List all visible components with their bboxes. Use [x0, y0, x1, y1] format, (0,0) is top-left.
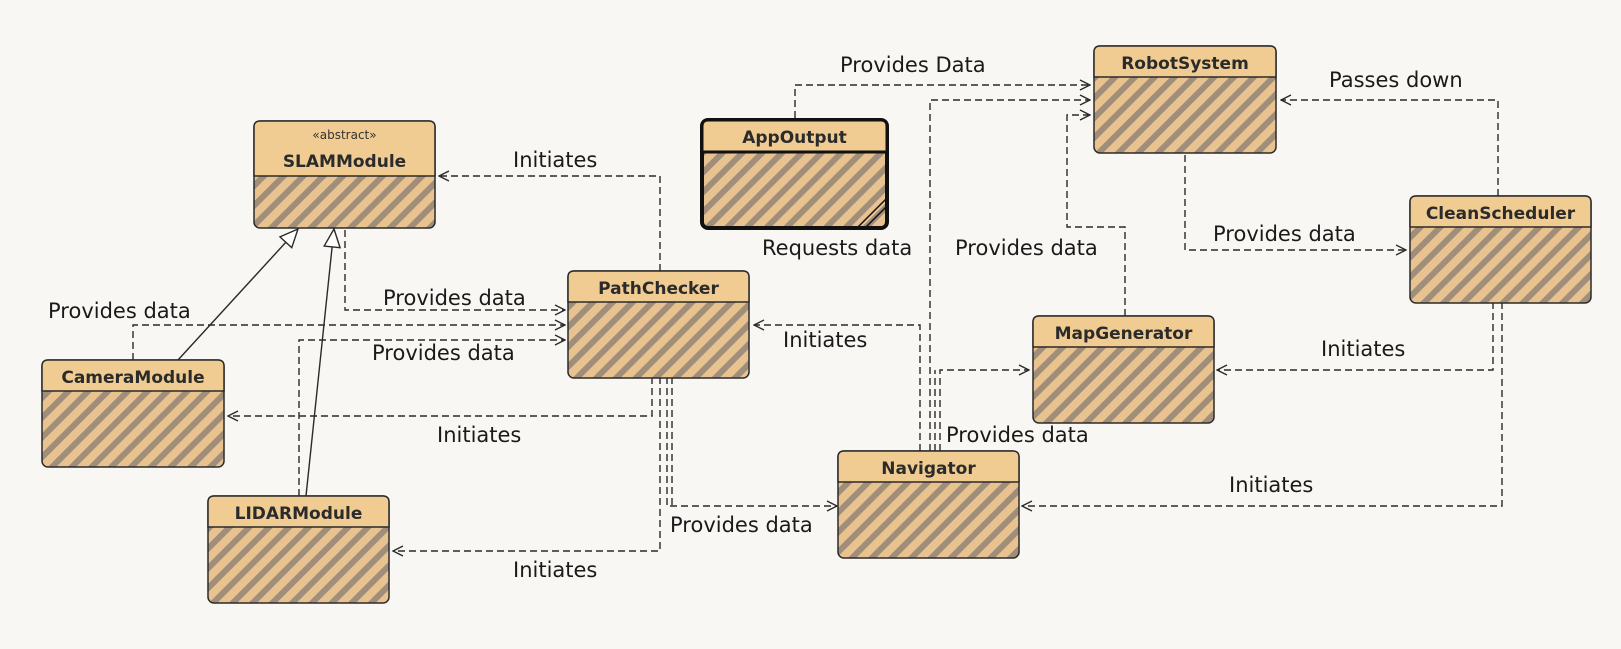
edge-label-slam-provides-data: Provides data	[383, 286, 526, 310]
class-name: RobotSystem	[1121, 54, 1249, 74]
edge-navigator-mapgenerator	[939, 370, 1029, 451]
edge-label-cleanscheduler-initiates-navigator: Initiates	[1229, 473, 1313, 497]
edge-label-pathchecker-initiates-camera: Initiates	[437, 423, 521, 447]
class-stereotype: «abstract»	[312, 128, 376, 142]
class-slam-module[interactable]: «abstract» SLAMModule	[253, 120, 436, 229]
edge-label-cleanscheduler-initiates-mapgenerator: Initiates	[1321, 337, 1405, 361]
class-app-output[interactable]: AppOutput	[700, 118, 889, 230]
class-name: Navigator	[881, 459, 976, 479]
inheritance-lidar-slam	[305, 229, 334, 497]
edge-label-robotsystem-provides-data: Provides data	[1213, 222, 1356, 246]
edge-label-passes-down: Passes down	[1329, 68, 1463, 92]
class-navigator[interactable]: Navigator	[837, 450, 1020, 559]
edge-navigator-pathchecker	[754, 325, 921, 451]
edge-label-camera-provides-data: Provides data	[48, 299, 191, 323]
edge-mapgenerator-robotsystem	[1066, 115, 1126, 316]
edge-lidar-pathchecker	[298, 340, 565, 496]
edge-navigator-robotsystem	[929, 100, 1090, 451]
edges	[132, 85, 1503, 551]
edge-label-pathchecker-initiates-lidar: Initiates	[513, 558, 597, 582]
class-camera-module[interactable]: CameraModule	[41, 359, 225, 468]
class-map-generator[interactable]: MapGenerator	[1032, 315, 1215, 424]
edge-camera-pathchecker	[132, 325, 565, 360]
edge-label-appoutput-provides-data: Provides Data	[840, 53, 986, 77]
edge-pathchecker-camera	[228, 377, 653, 416]
edge-appoutput-robotsystem	[794, 85, 1090, 118]
class-clean-scheduler[interactable]: CleanScheduler	[1409, 195, 1592, 304]
class-path-checker[interactable]: PathChecker	[567, 270, 750, 379]
class-name: LIDARModule	[235, 504, 363, 524]
class-name: CameraModule	[61, 368, 204, 388]
edge-label-pathchecker-initiates-slam: Initiates	[513, 148, 597, 172]
edge-label-requests-data: Requests data	[762, 236, 912, 260]
edge-cleanscheduler-mapgenerator	[1217, 302, 1494, 370]
edge-pathchecker-lidar	[393, 377, 661, 551]
class-name: AppOutput	[742, 128, 847, 148]
edge-slam-pathchecker	[344, 230, 565, 310]
edge-label-navigator-initiates-pathchecker: Initiates	[783, 328, 867, 352]
class-robot-system[interactable]: RobotSystem	[1093, 45, 1277, 154]
class-lidar-module[interactable]: LIDARModule	[207, 495, 390, 604]
edge-cleanscheduler-robotsystem	[1281, 100, 1499, 196]
edge-label-navigator-provides-data: Provides data	[946, 423, 1089, 447]
edge-cleanscheduler-navigator	[1022, 302, 1503, 506]
edge-pathchecker-navigator	[666, 377, 837, 506]
class-name: MapGenerator	[1055, 324, 1193, 344]
inheritance-camera-slam	[177, 229, 298, 361]
edge-label-lidar-provides-data: Provides data	[372, 341, 515, 365]
class-name: SLAMModule	[283, 152, 406, 172]
edge-pathchecker-slam	[439, 176, 661, 271]
edge-robotsystem-cleanscheduler	[1184, 155, 1406, 250]
edge-label-pathchecker-provides-data: Provides data	[670, 513, 813, 537]
edge-labels: Provides Data Passes down Initiates Requ…	[48, 53, 1463, 582]
class-name: PathChecker	[598, 279, 719, 299]
class-name: CleanScheduler	[1426, 204, 1576, 224]
edge-label-mapgenerator-provides-data: Provides data	[955, 236, 1098, 260]
